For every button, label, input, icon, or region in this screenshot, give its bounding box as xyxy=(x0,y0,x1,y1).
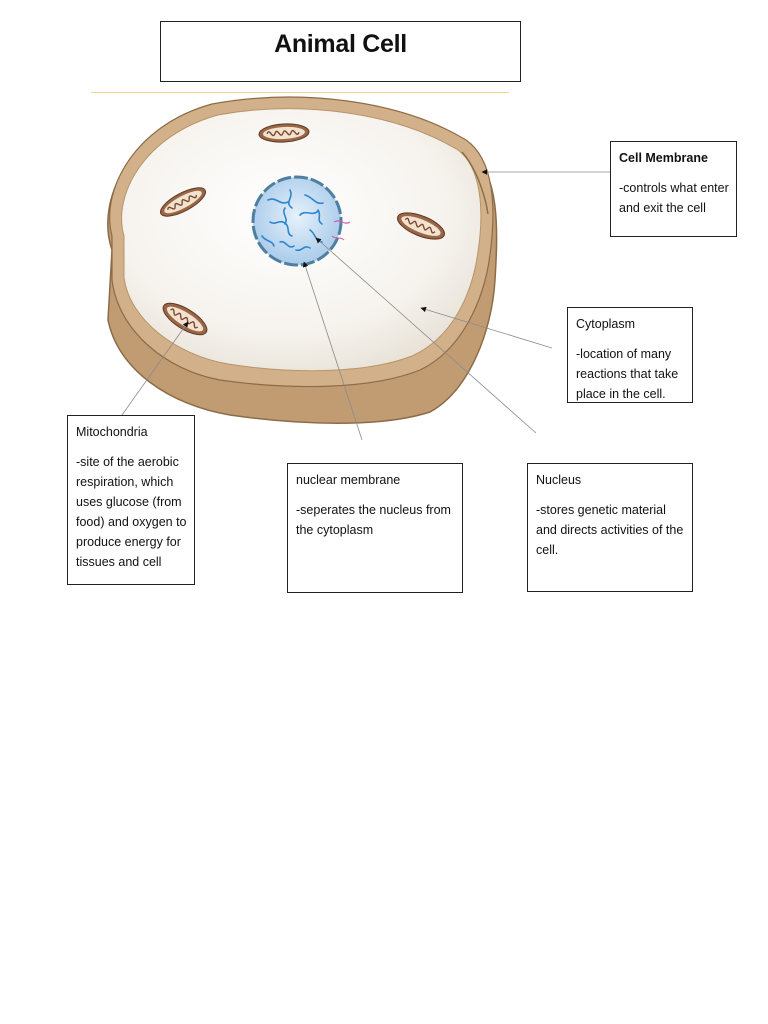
leader-line-cytoplasm xyxy=(420,306,553,349)
label-box-mitochondria: Mitochondria -site of the aerobic respir… xyxy=(67,415,195,585)
label-description-mitochondria: -site of the aerobic respiration, which … xyxy=(76,455,187,569)
label-box-cytoplasm: Cytoplasm -location of many reactions th… xyxy=(567,307,693,403)
label-description-cell-membrane: -controls what enter and exit the cell xyxy=(619,181,729,215)
label-box-cell-membrane: Cell Membrane -controls what enter and e… xyxy=(610,141,737,237)
er-strand xyxy=(333,220,351,224)
mitochondrion-bottom xyxy=(162,302,208,336)
cell-membrane-fold xyxy=(461,151,489,215)
leader-line-nucleus xyxy=(315,237,537,434)
label-description-cytoplasm: -location of many reactions that take pl… xyxy=(576,347,679,401)
leader-line-mitochondria xyxy=(121,321,189,416)
label-heading-nuclear-membrane: nuclear membrane xyxy=(296,473,401,487)
mitochondrion-top xyxy=(258,123,310,143)
label-description-nucleus: -stores genetic material and directs act… xyxy=(536,503,684,557)
label-box-nucleus: Nucleus -stores genetic material and dir… xyxy=(527,463,693,592)
title-box: Animal Cell xyxy=(160,21,521,82)
label-heading-cytoplasm: Cytoplasm xyxy=(576,317,636,331)
label-heading-mitochondria: Mitochondria xyxy=(76,425,148,439)
page-title: Animal Cell xyxy=(274,30,407,58)
leader-lines xyxy=(121,169,610,441)
leader-line-nuclear-membrane xyxy=(302,261,363,441)
nuclear-membrane xyxy=(251,175,343,267)
label-description-nuclear-membrane: -seperates the nucleus from the cytoplas… xyxy=(296,503,451,537)
label-box-nuclear-membrane: nuclear membrane -seperates the nucleus … xyxy=(287,463,463,593)
mitochondrion-right xyxy=(397,212,445,240)
mitochondrion-left xyxy=(160,187,206,217)
label-heading-cell-membrane: Cell Membrane xyxy=(619,151,708,165)
title-divider xyxy=(91,92,509,93)
label-heading-nucleus: Nucleus xyxy=(536,473,582,487)
